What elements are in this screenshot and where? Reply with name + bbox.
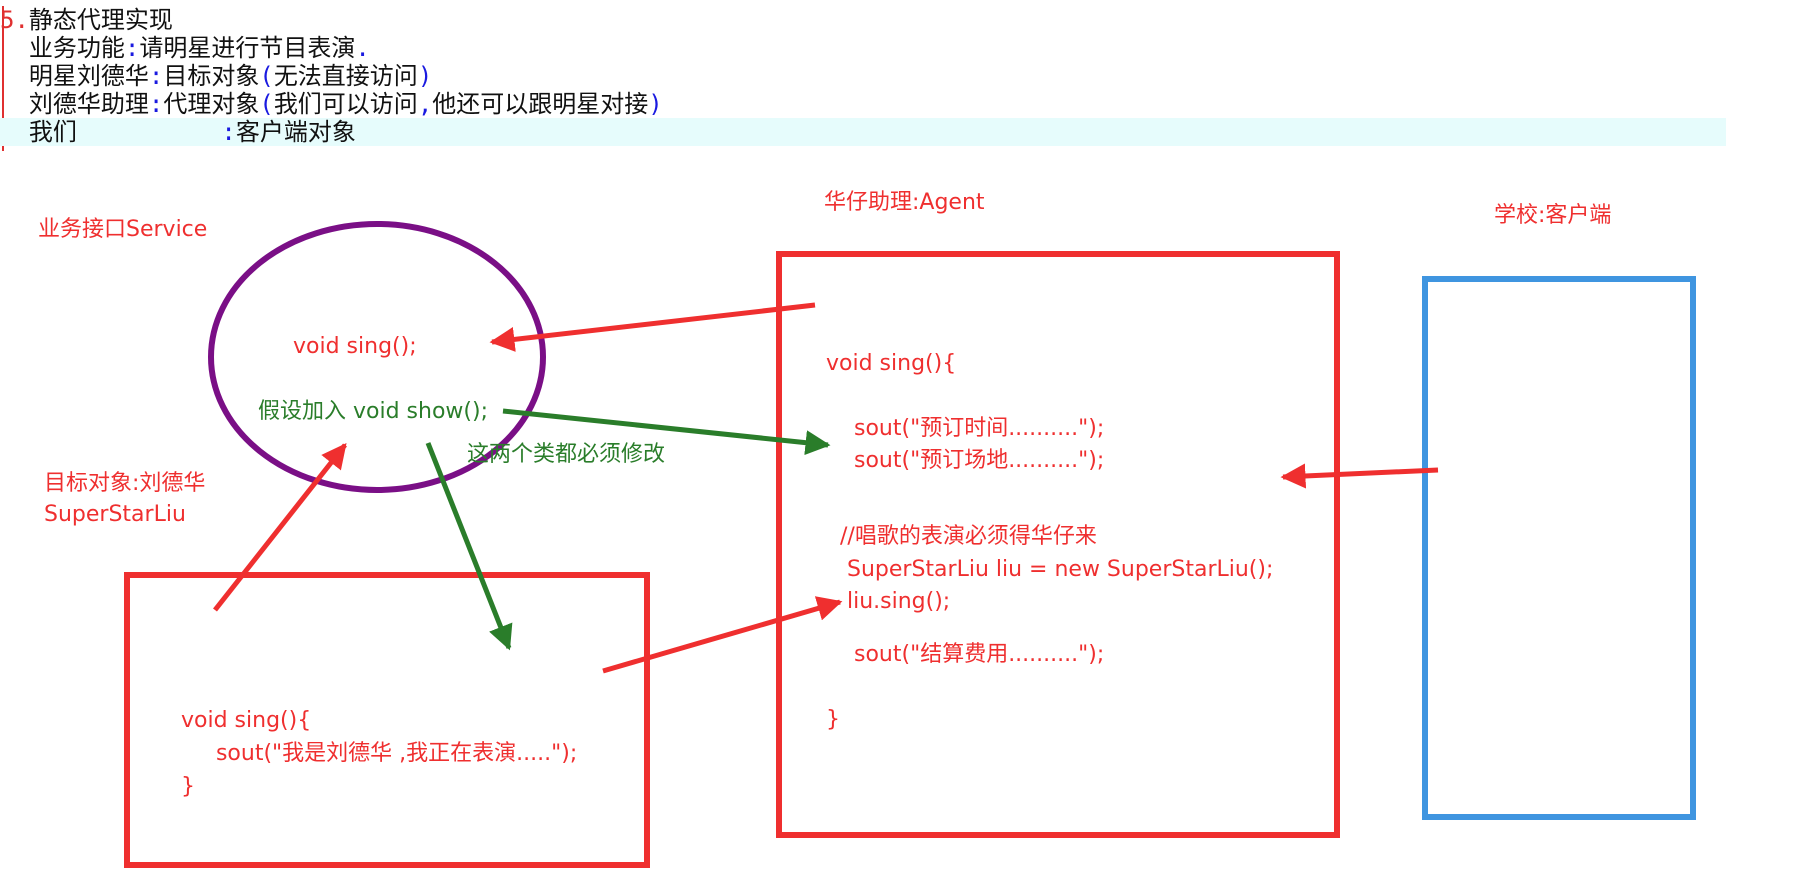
gutter-change-marker: [2, 6, 4, 151]
agent-code-open: void sing(){: [826, 351, 957, 376]
agent-new-target: SuperStarLiu liu = new SuperStarLiu();: [847, 557, 1274, 582]
target-title-cn: 目标对象:刘德华: [44, 471, 206, 496]
notes-line-2-close: ): [417, 62, 433, 90]
service-ellipse: [208, 221, 546, 493]
arrow-target-to-service: [213, 443, 347, 612]
target-title-class: SuperStarLiu: [44, 502, 186, 527]
notes-line-3: 刘德华助理:代理对象(我们可以访问,他还可以跟明星对接): [0, 90, 663, 118]
notes-line-1-text: 请明星进行节目表演: [139, 34, 356, 62]
notes-line-2-sep: :: [148, 62, 164, 90]
client-box: [1422, 276, 1696, 820]
notes-line-2: 明星刘德华:目标对象(无法直接访问): [0, 62, 432, 90]
notes-line-3-text-a: 代理对象: [163, 90, 260, 118]
agent-comment: //唱歌的表演必须得华仔来: [840, 524, 1097, 549]
arrow-client-to-agent: [1280, 463, 1439, 489]
notes-line-3-label: 刘德华助理: [28, 90, 149, 118]
target-code-line-2: sout("我是刘德华 ,我正在表演.....");: [181, 741, 578, 766]
notes-line-1: 业务功能:请明星进行节目表演.: [0, 34, 370, 62]
agent-code-close: }: [826, 707, 840, 732]
arrow-show-to-agent: [502, 408, 831, 456]
notes-line-3-open: (: [259, 90, 274, 118]
notes-line-2-open: (: [259, 62, 274, 90]
notes-line-3-close: ): [648, 90, 663, 118]
notes-line-2-text-a: 目标对象: [163, 62, 260, 90]
notes-line-1-label: 业务功能: [28, 34, 125, 62]
agent-sout-time: sout("预订时间..........");: [854, 416, 1105, 441]
notes-title-number: 5.: [0, 6, 29, 34]
arrow-show-to-target: [425, 442, 513, 651]
service-title: 业务接口Service: [38, 217, 208, 242]
target-code-line-3: }: [181, 774, 195, 799]
notes-line-3-comma: ,: [417, 90, 433, 118]
agent-call-sing: liu.sing();: [847, 589, 951, 614]
notes-line-2-label: 明星刘德华: [28, 62, 149, 90]
notes-line-4: 我们 :客户端对象: [0, 118, 1726, 146]
editor-notes: 5.静态代理实现 业务功能:请明星进行节目表演. 明星刘德华:目标对象(无法直接…: [0, 6, 1730, 151]
notes-line-3-sep: :: [148, 90, 164, 118]
service-method: void sing();: [293, 334, 417, 359]
arrow-agent-to-service: [489, 302, 816, 352]
notes-line-3-text-b: 我们可以访问: [273, 90, 418, 118]
client-title: 学校:客户端: [1494, 203, 1612, 228]
notes-line-1-sep: :: [124, 34, 140, 62]
notes-line-3-text-c: 他还可以跟明星对接: [432, 90, 649, 118]
agent-sout-fee: sout("结算费用..........");: [854, 642, 1105, 667]
notes-line-4-sep: :: [221, 118, 236, 146]
service-modify-note: 这两个类都必须修改: [467, 442, 666, 467]
notes-title-text: 静态代理实现: [28, 6, 173, 34]
agent-sout-venue: sout("预订场地..........");: [854, 448, 1105, 473]
target-code-line-1: void sing(){: [181, 708, 312, 733]
notes-line-4-text: 客户端对象: [235, 118, 356, 146]
service-added-method: 假设加入 void show();: [258, 399, 488, 424]
notes-line-1-tail: .: [355, 34, 370, 62]
agent-title: 华仔助理:Agent: [824, 190, 985, 215]
agent-box: [776, 251, 1340, 838]
target-box: [124, 572, 650, 868]
arrow-target-to-agent-call: [602, 596, 843, 674]
notes-line-2-text-b: 无法直接访问: [273, 62, 418, 90]
notes-line-4-label: 我们: [28, 118, 77, 146]
notes-title-line: 5.静态代理实现: [0, 6, 173, 34]
